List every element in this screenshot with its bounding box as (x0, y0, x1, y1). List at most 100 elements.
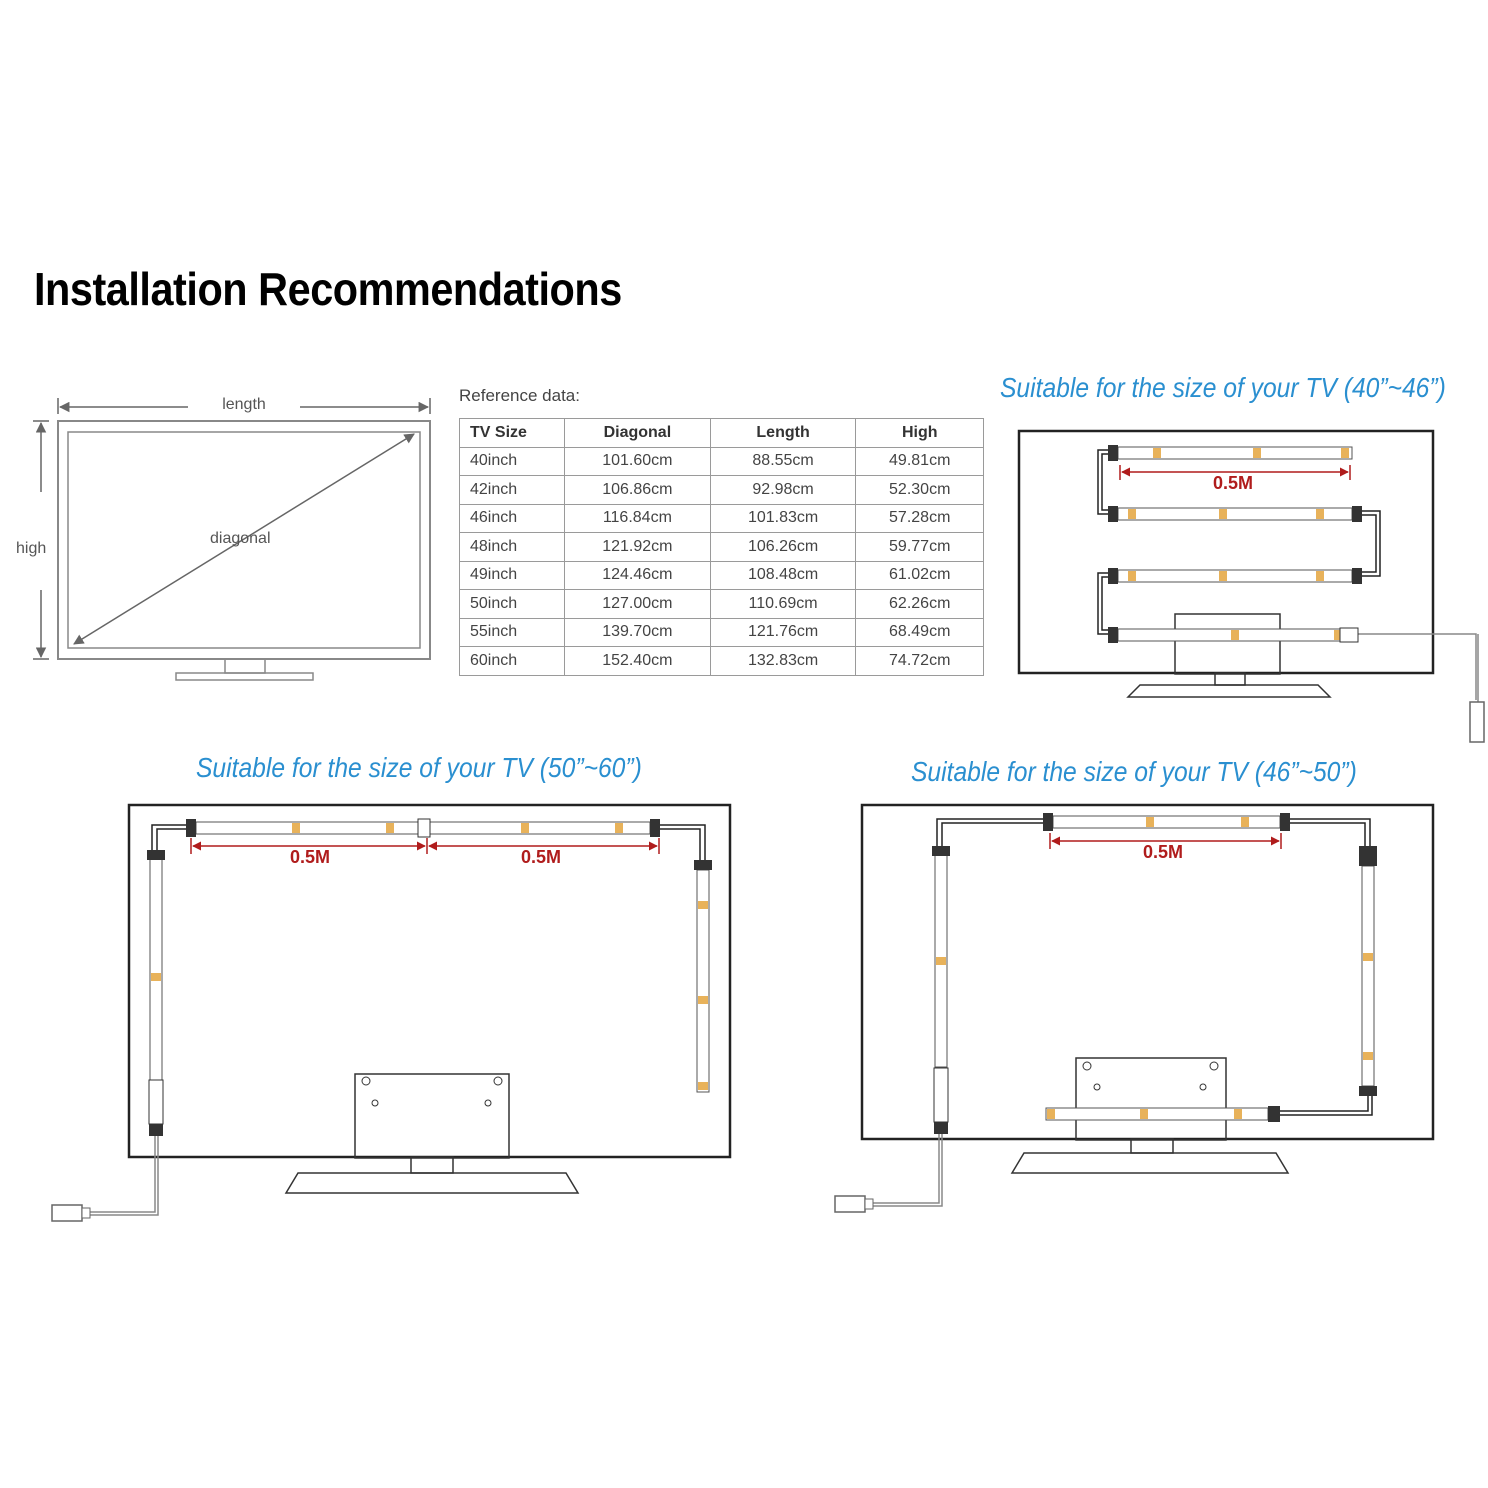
connector-plug (1043, 813, 1053, 831)
screw-hole (484, 1099, 492, 1107)
tv-layout-46-50: 0.5M (834, 803, 1435, 1213)
connector-plug (1108, 627, 1118, 643)
tv-neck (1130, 1138, 1174, 1154)
connector-plug (1359, 846, 1377, 866)
cell-diagonal: 127.00cm (564, 589, 711, 619)
connector-plug (186, 819, 196, 837)
tv-stand-plate (1174, 613, 1281, 675)
wire-connector (1101, 576, 1110, 631)
connector-plug (694, 860, 712, 870)
tv-base (1126, 684, 1332, 698)
connector-plug (1108, 445, 1118, 461)
wire-connector (156, 828, 188, 852)
connector-plug (1339, 627, 1359, 643)
led-chip (1316, 509, 1324, 519)
usb-cable (873, 1134, 943, 1207)
tv-frame (127, 803, 732, 1159)
tv-base (284, 1172, 580, 1194)
controller-module (933, 1067, 949, 1123)
usb-plug-icon (1469, 701, 1485, 743)
led-chip (1363, 1052, 1373, 1060)
led-chip (1334, 630, 1342, 640)
tv-neck (224, 658, 266, 674)
wire-connector (1290, 822, 1366, 848)
wire-connector (1280, 1094, 1373, 1116)
led-chip (386, 823, 394, 833)
cell-size: 46inch (459, 503, 565, 533)
wire-connector (1097, 572, 1110, 635)
usb-cable (1356, 633, 1479, 702)
caption-46-50: Suitable for the size of your TV (46”~50… (911, 756, 1357, 787)
connector-plug (934, 1122, 948, 1134)
cell-size: 48inch (459, 532, 565, 562)
cell-size: 42inch (459, 475, 565, 505)
measure-label: 0.5M (290, 847, 330, 867)
tv-neck (1214, 672, 1246, 686)
led-chip (521, 823, 529, 833)
tv-screen (67, 431, 421, 649)
screw-hole (1209, 1061, 1219, 1071)
cell-size: 60inch (459, 646, 565, 676)
wire-connector (660, 824, 706, 862)
connector-plug (1352, 506, 1362, 522)
header-high: High (855, 418, 984, 448)
led-chip (1153, 448, 1161, 458)
led-strip (149, 857, 163, 1081)
led-strip (1117, 628, 1341, 642)
tv-base (1010, 1152, 1290, 1174)
screw-hole (1199, 1083, 1207, 1091)
usb-plug-icon (51, 1204, 83, 1222)
tv-base (175, 672, 314, 681)
cell-length: 132.83cm (709, 646, 857, 676)
led-chip (1253, 448, 1261, 458)
cell-size: 50inch (459, 589, 565, 619)
led-chip (1316, 571, 1324, 581)
led-chip (615, 823, 623, 833)
measure-label: 0.5M (1143, 842, 1183, 862)
led-chip (1146, 817, 1154, 827)
led-chip (1363, 953, 1373, 961)
connector-plug (1108, 568, 1118, 584)
cell-length: 92.98cm (709, 475, 857, 505)
connector-plug (650, 819, 660, 837)
wire-connector (1097, 449, 1110, 515)
tv-layout-50-60: 0.5M 0.5M (51, 803, 732, 1222)
cell-length: 88.55cm (709, 446, 857, 476)
connector-plug (1280, 813, 1290, 831)
wire-connector (1101, 453, 1110, 511)
tv-neck (410, 1156, 454, 1174)
led-chip (1234, 1109, 1242, 1119)
tv-stand-plate (1075, 1057, 1227, 1141)
wire-connector (1290, 818, 1371, 848)
wire-connector (1360, 510, 1381, 577)
led-chip (1128, 571, 1136, 581)
led-chip (698, 996, 708, 1004)
connector-plug (147, 850, 165, 860)
usb-plug-icon (864, 1198, 874, 1210)
controller-module (148, 1079, 164, 1125)
cell-diagonal: 101.60cm (564, 446, 711, 476)
cell-high: 62.26cm (855, 589, 984, 619)
led-chip (1047, 1109, 1055, 1119)
reference-label: Reference data: (459, 386, 580, 405)
usb-cable (90, 1135, 156, 1213)
usb-plug-icon (834, 1195, 866, 1213)
connector-plug (1352, 568, 1362, 584)
connector-plug (149, 1124, 163, 1136)
led-chip (151, 973, 161, 981)
led-chip (698, 901, 708, 909)
measure-label: 0.5M (521, 847, 561, 867)
cell-length: 108.48cm (709, 560, 857, 590)
measure-label: 0.5M (1213, 473, 1253, 493)
cell-high: 74.72cm (855, 646, 984, 676)
usb-cable (90, 1135, 159, 1216)
connector-plug (932, 846, 950, 856)
high-label: high (16, 540, 46, 557)
led-chip (1128, 509, 1136, 519)
screw-hole (371, 1099, 379, 1107)
